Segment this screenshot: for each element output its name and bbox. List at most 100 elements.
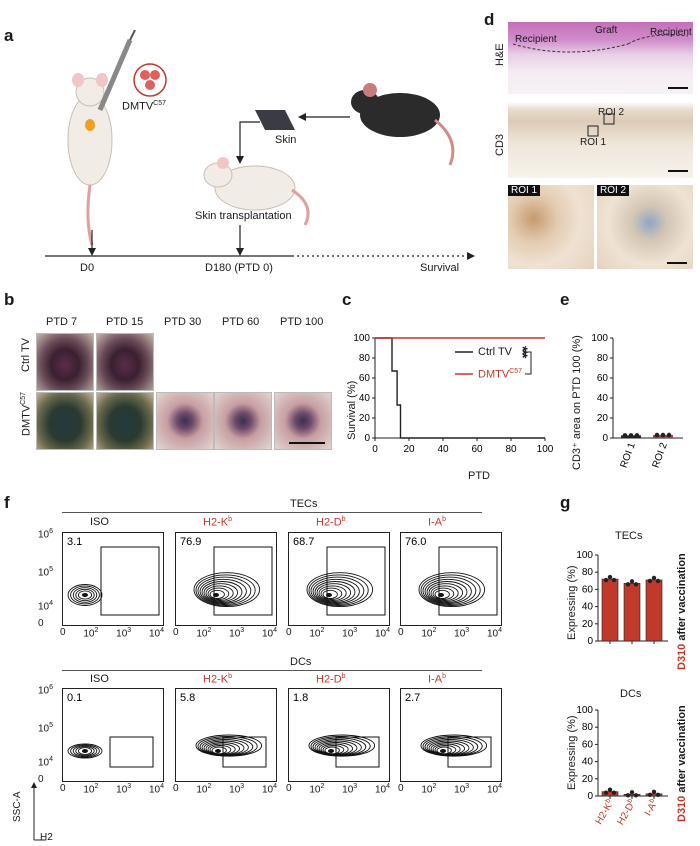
contour-ring xyxy=(67,584,103,606)
x-tick-label: 0 xyxy=(286,627,292,638)
y-tick-label: 0 xyxy=(364,433,370,444)
x-tick-label: 102 xyxy=(196,627,212,640)
series-line-0 xyxy=(375,337,545,439)
facs-plot-tec-3: 76.0 xyxy=(400,532,502,626)
dcs-divider xyxy=(62,670,482,671)
contour-ring xyxy=(197,576,252,605)
x-tick-label: 0 xyxy=(173,783,179,794)
timeline-survival: Survival xyxy=(420,262,460,274)
contour-ring xyxy=(436,746,452,755)
cat-main: I-A xyxy=(643,801,659,818)
contour-ring xyxy=(77,590,93,600)
x-tick-exp: 4 xyxy=(160,627,164,634)
x-tick-exp: 3 xyxy=(127,627,132,634)
contour-ring xyxy=(428,583,464,602)
x-tick-label: 103 xyxy=(454,783,470,796)
x-tick-exp: 3 xyxy=(240,627,245,634)
contour-ring xyxy=(432,587,455,600)
y-tick-exp: 6 xyxy=(49,528,54,535)
x-category-label: ROI 2 xyxy=(651,441,670,470)
gate-percentage: 76.0 xyxy=(405,536,426,548)
data-point xyxy=(629,790,635,795)
x-tick-label: 103 xyxy=(454,627,470,640)
g-dcs-ylabel: Expressing (%) xyxy=(566,715,578,790)
tecs-divider xyxy=(62,512,482,513)
data-point xyxy=(611,577,617,583)
cat-sup: b xyxy=(626,797,634,804)
skin-graft-icon xyxy=(255,110,295,130)
x-tick-exp: 4 xyxy=(498,783,502,790)
panel-letter-f: f xyxy=(4,493,10,512)
facs-header-tec-3: I-Ab xyxy=(428,516,446,529)
x-tick-label: 102 xyxy=(83,627,99,640)
y-tick-label: 100 xyxy=(353,333,370,344)
facs-header-dc-3: I-Ab xyxy=(428,673,446,686)
x-category-label: H2-Kb xyxy=(593,797,617,826)
gate xyxy=(100,546,160,616)
bar-0 xyxy=(601,578,619,642)
y-tick-label: 10 xyxy=(38,601,50,613)
contour-ring xyxy=(209,589,225,599)
data-point xyxy=(633,793,639,798)
facs-plot-dc-0: 0.1 xyxy=(62,688,164,782)
x-tick-label: 0 xyxy=(60,783,66,794)
x-tick-exp: 4 xyxy=(273,783,277,790)
photo-dmtv-ptd15 xyxy=(96,392,154,450)
gate xyxy=(222,736,267,768)
facs-header-tec-1: H2-Kb xyxy=(203,516,232,529)
x-tick-exp: 2 xyxy=(94,627,99,634)
facs-plot-dc-3: 2.7 xyxy=(400,688,502,782)
data-point xyxy=(607,787,613,792)
facs-header-dc-2: H2-Db xyxy=(316,673,346,686)
y-tick-label: 10 xyxy=(38,757,50,769)
contour-ring xyxy=(203,583,239,602)
x-tick-exp: 4 xyxy=(273,627,277,634)
facs-y-tick: 0 xyxy=(38,774,44,785)
x-tick-exp: 2 xyxy=(432,627,437,634)
row-ctrl-tv: Ctrl TV xyxy=(20,337,32,372)
contour-ring xyxy=(314,581,356,603)
contour-ring xyxy=(418,572,486,607)
panel-letter-g: g xyxy=(560,493,571,512)
cd3-roi1-marker: ROI 1 xyxy=(580,137,607,148)
facs-header-dc-0: ISO xyxy=(90,673,109,685)
row-dmtv: DMTVC57 xyxy=(20,391,33,436)
contour-ring xyxy=(420,574,481,606)
y-tick-label: 10 xyxy=(38,567,50,579)
data-point xyxy=(603,790,609,795)
gate xyxy=(438,546,498,616)
panel-letter-d: d xyxy=(484,10,495,29)
timeline-d180: D180 (PTD 0) xyxy=(205,262,273,274)
x-tick-label: 0 xyxy=(286,783,292,794)
facs-header-sup: b xyxy=(442,516,446,523)
x-tick-label: 0 xyxy=(372,444,378,455)
panel-letter-c: c xyxy=(342,290,352,309)
data-point xyxy=(611,790,617,795)
x-tick-label: 104 xyxy=(148,783,164,796)
x-tick-exp: 4 xyxy=(160,783,164,790)
facs-header-dc-1: H2-Kb xyxy=(203,673,232,686)
facs-contour: 76.0 xyxy=(405,536,498,616)
y-tick-label: 80 xyxy=(582,567,594,578)
legend-ctrl-tv: Ctrl TV xyxy=(478,346,513,358)
cd3-label: CD3 xyxy=(494,133,506,156)
timeline-d0: D0 xyxy=(80,262,95,274)
gate-percentage: 76.9 xyxy=(180,536,201,548)
x-tick-exp: 2 xyxy=(320,783,325,790)
x-tick-exp: 2 xyxy=(432,783,437,790)
col-ptd15: PTD 15 xyxy=(106,316,144,328)
x-tick-exp: 3 xyxy=(127,783,132,790)
x-tick-exp: 4 xyxy=(386,627,390,634)
cd3-roi2-marker: ROI 2 xyxy=(598,107,625,118)
roi1-tag: ROI 1 xyxy=(508,185,541,196)
photo-ctrl-ptd15 xyxy=(96,333,154,391)
data-point xyxy=(655,578,661,584)
g-tecs-ylabel: Expressing (%) xyxy=(566,565,578,640)
transplant-label: Skin transplantation xyxy=(195,210,292,222)
data-point xyxy=(628,433,634,438)
y-tick-label: 80 xyxy=(359,353,371,364)
